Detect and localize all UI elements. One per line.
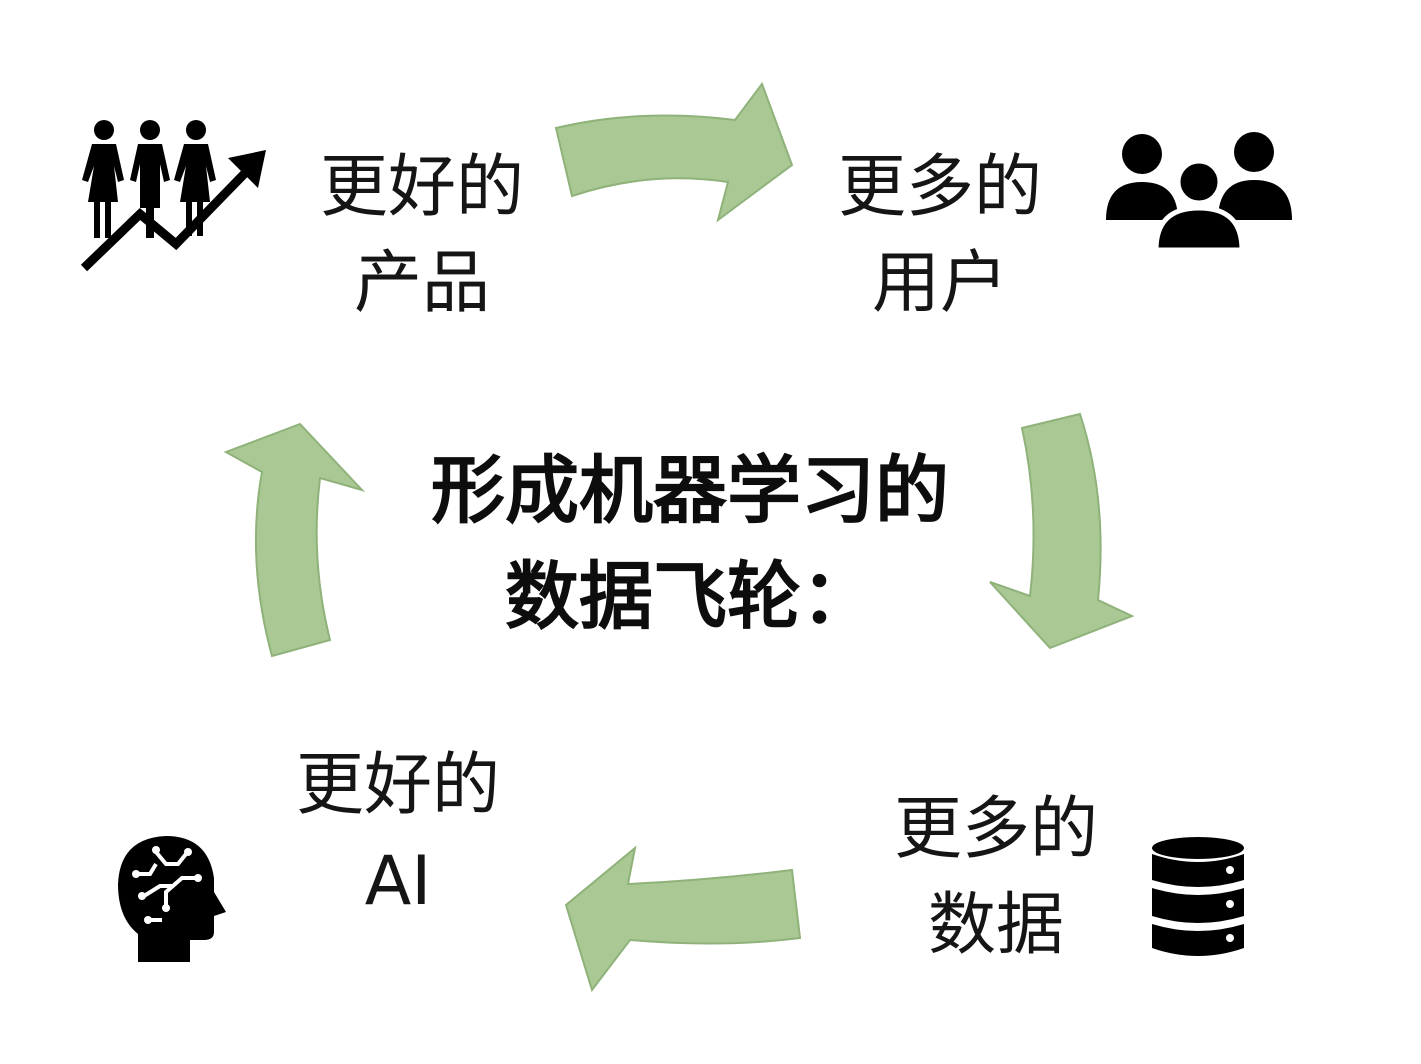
center-title-line1: 形成机器学习的 <box>431 448 949 534</box>
node-more-users-line2: 用户 <box>871 244 1008 323</box>
node-better-ai: 更好的 AI <box>278 738 518 930</box>
growth-people-icon <box>78 118 270 274</box>
node-more-users-line1: 更多的 <box>837 148 1042 227</box>
node-more-data: 更多的 数据 <box>876 782 1116 974</box>
node-better-ai-line1: 更好的 <box>295 746 500 825</box>
node-better-product-line2: 产品 <box>353 244 490 323</box>
node-better-ai-line2: AI <box>364 842 432 921</box>
node-more-users: 更多的 用户 <box>820 140 1060 332</box>
node-better-product: 更好的 产品 <box>302 140 542 332</box>
node-better-product-line1: 更好的 <box>319 148 524 227</box>
database-icon <box>1150 836 1246 960</box>
node-more-data-line2: 数据 <box>927 886 1064 965</box>
arrow-product-to-users <box>554 81 794 223</box>
user-group-icon <box>1104 130 1296 253</box>
node-more-data-line1: 更多的 <box>893 790 1098 869</box>
arrow-users-to-data <box>989 412 1135 650</box>
ai-brain-head-icon <box>116 834 228 964</box>
arrow-data-to-ai <box>564 845 802 993</box>
center-title: 形成机器学习的 数据飞轮： <box>300 438 1080 650</box>
arrow-ai-to-product <box>223 422 366 658</box>
center-title-line2: 数据飞轮： <box>505 554 875 640</box>
